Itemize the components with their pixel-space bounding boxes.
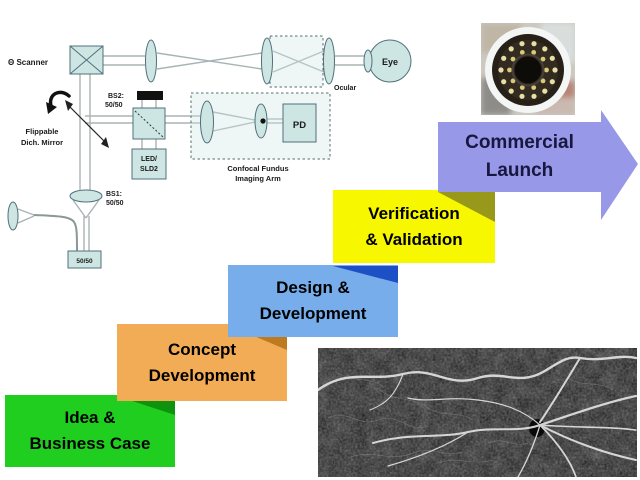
retina-image	[318, 348, 637, 477]
confocal-label-line1: Confocal Fundus	[227, 164, 288, 173]
optical-schematic: Θ Scanner Ocular Eye Flippable Dich. Mir…	[7, 35, 412, 269]
relay-lens-left	[261, 37, 273, 85]
probe-aperture	[514, 56, 542, 84]
confocal-label-line2: Imaging Arm	[235, 174, 281, 183]
flip-arrow-icon	[48, 90, 71, 108]
eye-label: Eye	[382, 57, 398, 67]
retina-vessels	[318, 355, 637, 477]
optic-disc	[529, 419, 545, 437]
optical-fiber	[33, 214, 78, 253]
pd-box	[282, 103, 317, 143]
dichroic-arrow-tip-bottom	[101, 137, 109, 148]
bs1-label-line1: BS1:	[106, 191, 122, 198]
flip-arrow-head	[46, 102, 57, 114]
coupler-label: 50/50	[76, 258, 93, 265]
bs1-lens	[69, 189, 103, 203]
stage-verification-line2: & Validation	[365, 229, 463, 249]
dichroic-mirror	[69, 106, 105, 142]
led-label-line2: SLD2	[140, 166, 158, 173]
pinhole-dot	[260, 118, 266, 124]
scanner-label: Θ Scanner	[8, 58, 48, 67]
bs2-label-line1: BS2:	[108, 93, 124, 100]
confocal-lens-1	[200, 100, 214, 144]
stage-concept-line1: Concept	[168, 339, 236, 359]
probe-aperture-rim	[511, 53, 545, 87]
mirror-label-line2: Dich. Mirror	[21, 138, 63, 147]
beam-dump	[137, 91, 163, 100]
relay-telescope-box	[269, 35, 324, 88]
bs2-cube	[132, 107, 166, 140]
device-photo	[481, 23, 575, 115]
eye-cornea	[363, 49, 373, 73]
launch-line1: Commercial	[465, 132, 574, 153]
fiber-collimator	[7, 201, 19, 231]
bs2-label-line2: 50/50	[105, 102, 123, 109]
stage-design-development: Design & Development	[228, 265, 398, 337]
scanner-cross-icon	[69, 45, 104, 75]
retina-capillary-mesh	[327, 372, 614, 464]
relay-lens-right	[323, 37, 335, 85]
stage-concept-line2: Development	[148, 365, 256, 385]
stage-verification-line1: Verification	[368, 203, 460, 223]
pd-label: PD	[293, 120, 306, 131]
launch-line2: Launch	[485, 160, 554, 181]
stage-design-line1: Design &	[276, 278, 350, 297]
ocular-label: Ocular	[334, 85, 356, 92]
stage-design-line2: Development	[259, 304, 367, 323]
bs1-label-line2: 50/50	[106, 200, 124, 207]
dichroic-arrow-tip-top	[65, 100, 73, 111]
led-ring-inner	[507, 50, 549, 90]
mirror-label-line1: Flippable	[26, 127, 59, 136]
stage-idea-line2: Business Case	[29, 434, 151, 453]
led-ring-outer	[498, 41, 558, 99]
stage-idea-line1: Idea &	[64, 408, 116, 427]
commercial-launch-label: Commercial Launch	[438, 122, 601, 192]
led-label-line1: LED/	[141, 156, 157, 163]
stage-idea-business-case: Idea & Business Case	[5, 395, 175, 467]
retina-noise-coarse	[318, 348, 637, 477]
fiber-coupler-box	[67, 250, 102, 269]
led-source-box	[131, 148, 167, 180]
scan-lens	[145, 39, 157, 83]
